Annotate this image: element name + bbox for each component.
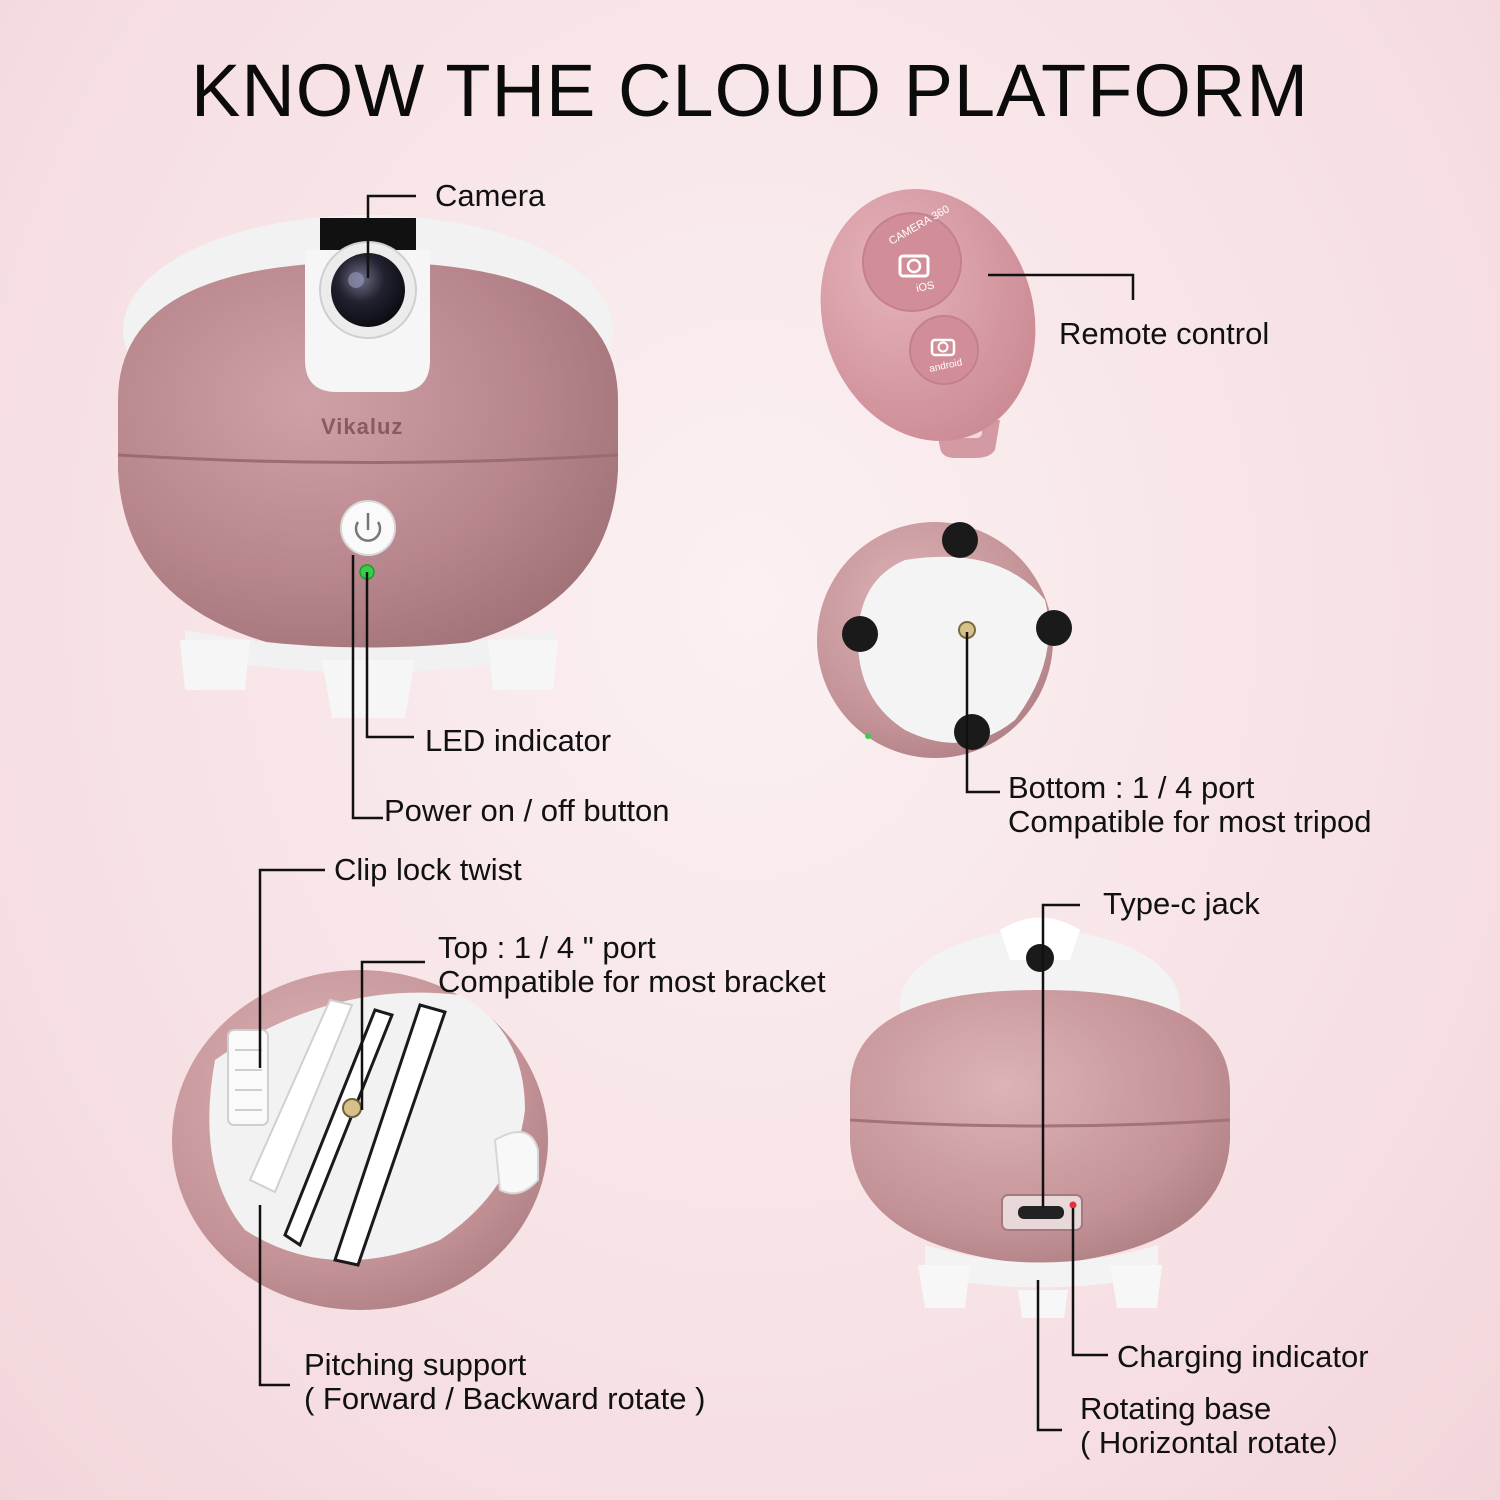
label-rotating-line1: Rotating base bbox=[1080, 1391, 1272, 1426]
side-view-seam bbox=[849, 1118, 1231, 1128]
side-foot-left bbox=[918, 1265, 970, 1308]
clip-view-device bbox=[172, 970, 548, 1310]
bottom-foot-bottom bbox=[954, 714, 990, 750]
remote-control: CAMERA 360 iOS android bbox=[820, 189, 1036, 458]
camera-glyph-lens-icon bbox=[906, 258, 922, 274]
leader-typec bbox=[1041, 903, 1080, 1207]
remote-top-os: iOS bbox=[915, 279, 935, 295]
clamp-plate-1 bbox=[248, 998, 354, 1194]
side-foot-right bbox=[1110, 1265, 1162, 1308]
label-bottom-port-line2: Compatible for most tripod bbox=[1008, 804, 1372, 839]
charging-indicator bbox=[1069, 1201, 1077, 1209]
side-view-camera-back bbox=[1000, 917, 1080, 960]
side-foot-center bbox=[1018, 1290, 1068, 1318]
label-clip-lock: Clip lock twist bbox=[334, 852, 522, 887]
label-top-port-line2: Compatible for most bracket bbox=[438, 964, 826, 999]
base-ring bbox=[185, 630, 555, 673]
label-remote-control: Remote control bbox=[1059, 316, 1270, 351]
label-typec-jack: Type-c jack bbox=[1103, 886, 1260, 921]
bottom-foot-top bbox=[942, 522, 978, 558]
top-port bbox=[342, 1098, 362, 1118]
remote-body bbox=[820, 189, 1036, 441]
clip-view-face bbox=[209, 992, 525, 1261]
leader-led bbox=[365, 572, 414, 739]
leader-camera bbox=[366, 194, 416, 278]
clamp-plate-2 bbox=[283, 1008, 395, 1248]
bottom-view-device bbox=[817, 522, 1072, 758]
label-camera: Camera bbox=[435, 178, 546, 213]
side-tab bbox=[493, 1131, 539, 1195]
side-view-base bbox=[925, 1245, 1158, 1288]
twist-knob bbox=[227, 1029, 269, 1126]
side-view-device bbox=[849, 917, 1231, 1318]
body-seam bbox=[117, 453, 619, 464]
leader-clip-lock bbox=[258, 868, 325, 1068]
camera-glyph-small-lens-icon bbox=[937, 341, 949, 353]
brand-logo: Vikaluz bbox=[321, 414, 404, 439]
label-pitching-line2: ( Forward / Backward rotate ) bbox=[304, 1381, 706, 1416]
bottom-led bbox=[865, 733, 871, 739]
camera-glyph-icon bbox=[898, 254, 930, 278]
typec-jack bbox=[1018, 1206, 1064, 1219]
label-pitching-line1: Pitching support bbox=[304, 1347, 527, 1382]
leader-charging bbox=[1071, 1208, 1108, 1357]
camera-lens bbox=[331, 253, 405, 327]
remote-bottom-button bbox=[909, 315, 979, 385]
label-power-button: Power on / off button bbox=[384, 793, 670, 828]
remote-top-button bbox=[862, 212, 962, 312]
page-title: KNOW THE CLOUD PLATFORM bbox=[190, 49, 1309, 132]
power-icon bbox=[354, 521, 382, 542]
bottom-foot-left bbox=[842, 616, 878, 652]
label-rotating-line2: ( Horizontal rotate） bbox=[1080, 1425, 1358, 1460]
label-top-port-line1: Top : 1 / 4 " port bbox=[438, 930, 656, 965]
side-view-lens-back bbox=[1026, 944, 1054, 972]
camera-glyph-small-icon bbox=[930, 338, 956, 357]
foot-right bbox=[488, 640, 558, 690]
leader-top-port bbox=[360, 960, 425, 1110]
leader-power bbox=[351, 555, 383, 820]
leader-bottom-port bbox=[965, 632, 1000, 794]
label-bottom-port-line1: Bottom : 1 / 4 port bbox=[1008, 770, 1255, 805]
leader-lines bbox=[258, 194, 1135, 1432]
label-led-indicator: LED indicator bbox=[425, 723, 612, 758]
bottom-foot-right bbox=[1036, 610, 1072, 646]
label-charging-indicator: Charging indicator bbox=[1117, 1339, 1369, 1374]
foot-left bbox=[180, 640, 250, 690]
foot-center bbox=[322, 660, 415, 718]
lens-glare bbox=[348, 272, 364, 288]
leader-remote bbox=[988, 273, 1135, 300]
bottom-view-plate bbox=[858, 556, 1049, 743]
leader-rotating bbox=[1036, 1280, 1062, 1432]
main-device bbox=[117, 215, 619, 718]
clamp-plate-3 bbox=[333, 1003, 447, 1267]
leader-pitching bbox=[258, 1205, 290, 1387]
